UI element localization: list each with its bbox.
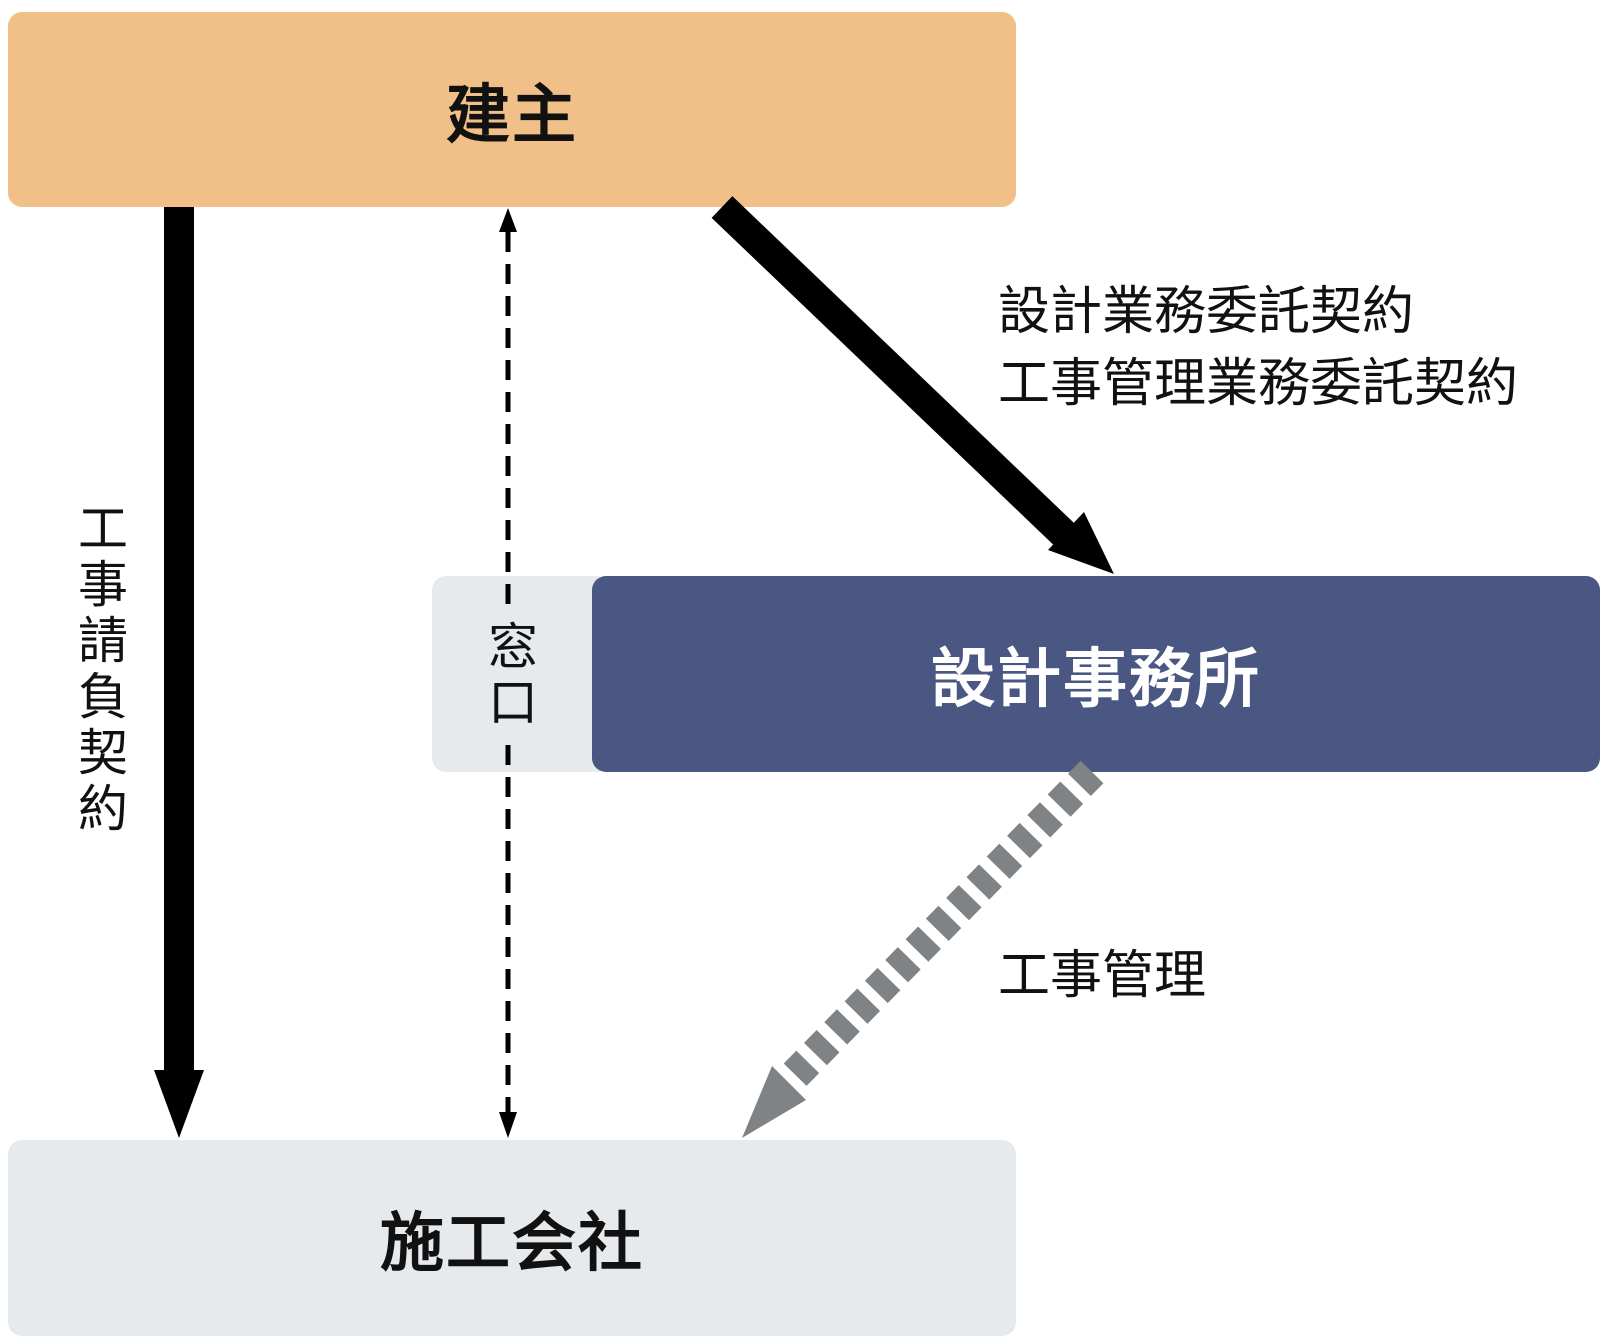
arrow-construction-contract-head [154, 1070, 204, 1138]
contractor-label: 施工会社 [380, 1207, 644, 1281]
design-contract-line-1: 設計業務委託契約 [998, 282, 1415, 342]
owner-label: 建主 [446, 78, 578, 153]
arrow-window [499, 208, 517, 1138]
construction-management-label: 工事管理 [998, 946, 1207, 1006]
window-label: 窓口 [480, 616, 538, 736]
arrow-design-contracts-head [1048, 512, 1114, 574]
arrow-construction-contract-shaft [164, 207, 194, 1077]
owner-box: 建主 [8, 12, 1016, 207]
arrow-construction-management-shaft [776, 760, 1104, 1094]
arrow-design-contracts [711, 196, 1114, 574]
arrow-window-head-bottom [499, 1112, 517, 1138]
construction-contract-label: 工事請負契約 [70, 502, 128, 838]
design-office-box: 設計事務所 [592, 576, 1600, 772]
contractor-box: 施工会社 [8, 1140, 1016, 1336]
design-contracts-label: 設計業務委託契約 工事管理業務委託契約 [998, 276, 1518, 420]
arrow-construction-management [742, 760, 1104, 1138]
arrow-construction-management-head [742, 1066, 806, 1138]
arrow-construction-contract [154, 207, 204, 1138]
arrow-window-head-top [499, 208, 517, 232]
arrow-design-contracts-shaft [711, 196, 1079, 549]
design-office-label: 設計事務所 [931, 643, 1261, 717]
design-contract-line-2: 工事管理業務委託契約 [998, 354, 1519, 414]
